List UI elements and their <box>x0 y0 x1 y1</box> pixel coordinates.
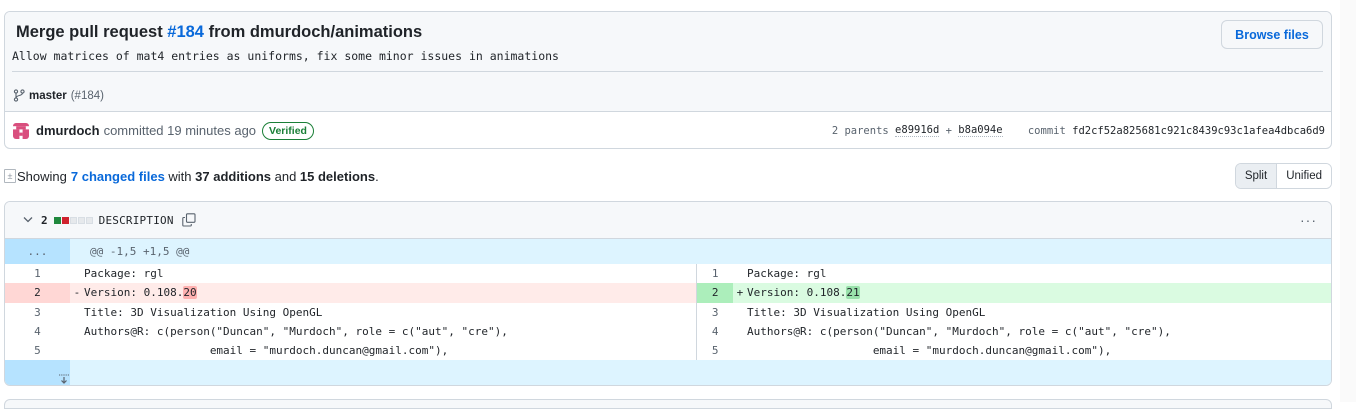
commit-description: Allow matrices of mat4 entries as unifor… <box>12 49 559 63</box>
diffstat-neutral-block <box>69 216 77 224</box>
copy-icon[interactable] <box>181 213 196 227</box>
expand-down-bar[interactable] <box>69 360 1331 385</box>
branch-pr-ref[interactable]: (#184) <box>70 89 104 102</box>
deleted-word: 20 <box>183 286 197 300</box>
file-diff: 2 DESCRIPTION ··· ... @@ -1,5 +1,5 @@ 1 <box>4 201 1332 386</box>
pull-request-link[interactable]: #184 <box>167 23 204 41</box>
code-line-deleted: -Version: 0.108.20 <box>69 283 697 303</box>
code-line: Authors@R: c(person("Duncan", "Murdoch",… <box>83 325 508 339</box>
parents-label: 2 parents <box>831 124 889 137</box>
code-line: Title: 3D Visualization Using OpenGL <box>746 305 986 319</box>
unified-view-button[interactable]: Unified <box>1277 164 1331 188</box>
line-number[interactable]: 4 <box>34 325 41 339</box>
code-line: email = "murdoch.duncan@gmail.com"), <box>83 344 449 358</box>
page-scroll-gutter <box>1340 0 1356 402</box>
commit-header: Merge pull request #184 from dmurdoch/an… <box>4 11 1332 149</box>
deletions-count: 15 deletions <box>299 168 376 184</box>
line-number[interactable]: 3 <box>696 302 733 322</box>
file-change-count: 2 <box>41 213 48 227</box>
summary-and: and <box>271 168 300 184</box>
line-number[interactable]: 3 <box>34 305 41 319</box>
diff-row: 1 Package: rgl 1 Package: rgl <box>5 264 1331 284</box>
file-diff-icon: ± <box>4 169 16 183</box>
chevron-down-icon[interactable] <box>23 215 35 226</box>
commit-title: Merge pull request #184 from dmurdoch/an… <box>16 23 422 42</box>
diffstat <box>53 216 93 224</box>
branch-link[interactable]: master <box>29 89 67 102</box>
code-line: Package: rgl <box>746 267 827 281</box>
diff-toolbar: ± Showing 7 changed files with 37 additi… <box>4 163 1332 189</box>
commit-label: commit <box>1027 124 1066 137</box>
diff-row: 5 email = "murdoch.duncan@gmail.com"), 5… <box>5 341 1331 361</box>
expand-down-row <box>5 360 1331 385</box>
commit-head: Merge pull request #184 from dmurdoch/an… <box>5 12 1331 112</box>
line-number[interactable]: 1 <box>696 264 733 284</box>
line-number[interactable]: 4 <box>696 321 733 342</box>
divider <box>12 71 1323 72</box>
line-number[interactable]: 5 <box>34 344 41 358</box>
identicon-icon <box>13 122 29 139</box>
code-line: Title: 3D Visualization Using OpenGL <box>83 305 323 319</box>
line-number[interactable]: 5 <box>696 341 733 361</box>
parent-sha-link[interactable]: e89916d <box>895 124 940 137</box>
diff-row: 3 Title: 3D Visualization Using OpenGL 3… <box>5 302 1331 322</box>
code-line: Authors@R: c(person("Duncan", "Murdoch",… <box>746 325 1171 339</box>
line-number[interactable]: 1 <box>34 267 41 281</box>
diff-row: 2 -Version: 0.108.20 2 +Version: 0.108.2… <box>5 283 1331 303</box>
expand-up-button[interactable]: ... <box>5 239 70 264</box>
file-header: 2 DESCRIPTION ··· <box>5 202 1331 239</box>
parent-sha-link[interactable]: b8a094e <box>958 124 1003 137</box>
author-link[interactable]: dmurdoch <box>36 123 100 138</box>
commit-title-suffix: from dmurdoch/animations <box>204 23 423 41</box>
browse-files-button[interactable]: Browse files <box>1221 20 1323 49</box>
parent-separator: + <box>945 124 952 137</box>
diffstat-del-block <box>61 216 69 224</box>
file-name-link[interactable]: DESCRIPTION <box>98 213 174 227</box>
diffstat-neutral-block <box>85 216 93 224</box>
verified-badge[interactable]: Verified <box>262 121 314 140</box>
hunk-header: @@ -1,5 +1,5 @@ <box>69 239 1331 264</box>
kebab-horizontal-icon[interactable]: ··· <box>1300 212 1317 228</box>
line-number[interactable]: 2 <box>5 283 70 303</box>
line-number[interactable]: 2 <box>696 283 733 303</box>
changed-files-link[interactable]: 7 changed files <box>70 168 165 184</box>
hunk-header-row: ... @@ -1,5 +1,5 @@ <box>5 239 1331 264</box>
summary-suffix: . <box>375 168 379 184</box>
split-view-button[interactable]: Split <box>1235 164 1278 188</box>
git-branch-icon <box>13 89 25 102</box>
diffstat-add-block <box>53 216 61 224</box>
expand-down-button[interactable] <box>5 360 70 385</box>
added-word: 21 <box>846 286 860 300</box>
diff-view-toggle: Split Unified <box>1234 163 1332 189</box>
commit-meta: dmurdoch committed 19 minutes ago Verifi… <box>5 112 1331 148</box>
code-line: Package: rgl <box>83 267 164 281</box>
commit-title-prefix: Merge pull request <box>16 23 168 41</box>
commit-sha: fd2cf52a825681c921c8439c93c1afea4dbca6d9 <box>1072 124 1325 137</box>
code-line-added: +Version: 0.108.21 <box>732 283 1331 303</box>
avatar[interactable] <box>13 122 29 139</box>
code-line: email = "murdoch.duncan@gmail.com"), <box>746 344 1112 358</box>
diffstat-neutral-block <box>77 216 85 224</box>
summary-prefix: Showing <box>17 168 67 184</box>
unfold-down-icon <box>58 374 69 385</box>
next-file-header <box>4 399 1332 409</box>
branch-row: master (#184) <box>13 89 104 102</box>
summary-with: with <box>164 168 196 184</box>
additions-count: 37 additions <box>195 168 271 184</box>
diff-table: ... @@ -1,5 +1,5 @@ 1 Package: rgl 1 Pac… <box>5 239 1331 385</box>
commit-time: committed 19 minutes ago <box>103 123 257 138</box>
commit-sha-area: 2 parents e89916d + b8a094e commit fd2cf… <box>831 112 1325 148</box>
diff-row: 4 Authors@R: c(person("Duncan", "Murdoch… <box>5 321 1331 342</box>
